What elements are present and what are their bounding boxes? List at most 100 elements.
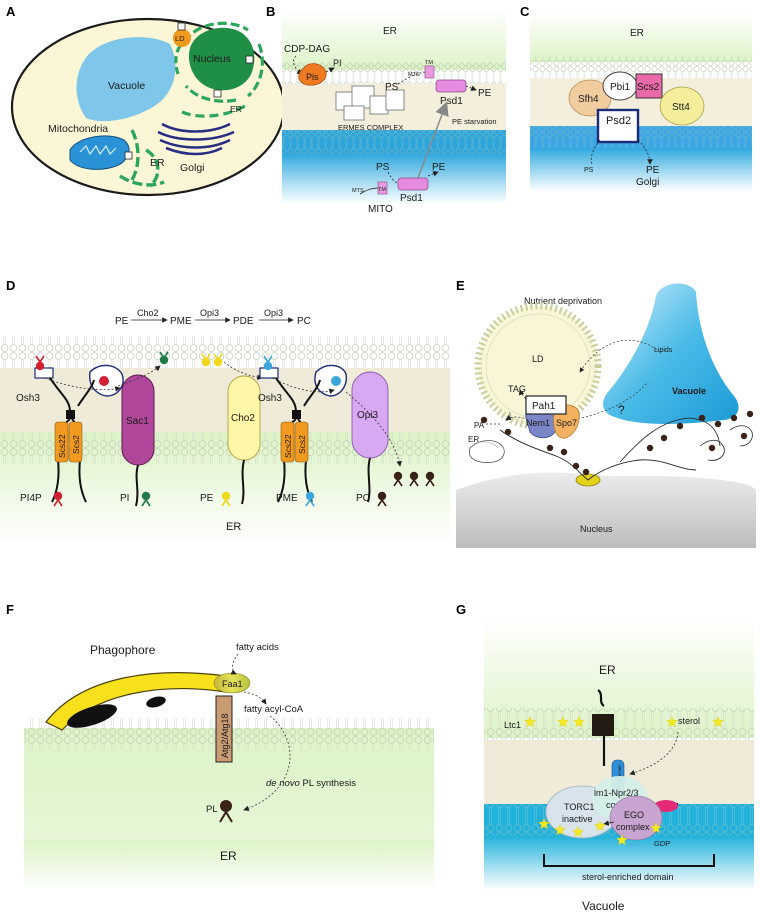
psd1-er — [435, 79, 467, 93]
nucleus-label: Nucleus — [193, 53, 231, 65]
cdpdag-label: CDP-DAG — [284, 44, 330, 55]
pe-label-b: PE — [478, 88, 492, 99]
pe-label-c: PE — [646, 165, 660, 176]
lipid-legend: PI4P PI PE PME PC — [20, 491, 387, 507]
de-novo-italic: de novo — [266, 778, 300, 789]
spo7-label: Spo7 — [556, 418, 577, 428]
pah1-label: Pah1 — [532, 401, 556, 412]
pathway-cho2: Cho2 — [137, 308, 159, 318]
psd1-mito — [397, 177, 429, 191]
psd2-protein — [596, 108, 640, 144]
nucleus-e — [456, 472, 756, 548]
sterol-domain-label: sterol-enriched domain — [582, 872, 674, 882]
mts-label-b2: MTS — [352, 188, 364, 194]
scs2-label-c: Scs2 — [637, 82, 660, 93]
legend-pi: PI — [120, 491, 151, 507]
ego-label: EGO — [624, 810, 644, 820]
panel-g-label: G — [456, 602, 466, 617]
de-novo-pl-label: de novo PL synthesis — [266, 778, 356, 789]
panel-c: C ER Sfh4 Pbi1 Scs2 Stt4 Psd2 PS PE Golg… — [520, 4, 752, 192]
atg-label: Atg2/Atg18 — [220, 713, 230, 758]
scs2-right — [294, 421, 309, 463]
pathway-opi3-b: Opi3 — [264, 308, 283, 318]
er-label-c: ER — [630, 28, 644, 39]
nucleus-organelle — [188, 27, 255, 91]
ps-label-c: PS — [584, 167, 594, 174]
nucleus-label-e: Nucleus — [580, 524, 613, 534]
atg2-atg18-complex — [215, 695, 233, 763]
legend-pi4p: PI4P — [20, 491, 63, 507]
er-tubule-e — [468, 440, 505, 463]
panel-d-label: D — [6, 278, 15, 293]
tm-domain-b2 — [377, 181, 388, 195]
pis-enzyme — [298, 63, 327, 86]
nem1-label: Nem1 — [526, 418, 550, 428]
golgi-organelle — [157, 122, 235, 156]
pe-label-b2: PE — [432, 162, 446, 173]
psd1-label-b2: Psd1 — [400, 193, 423, 204]
callout-box-c — [245, 55, 254, 64]
nutrient-deprivation-title: Nutrient deprivation — [524, 296, 602, 306]
er-label-b: ER — [383, 26, 397, 37]
panel-a: A Vacuole Nucleus LD ER Golgi M — [6, 4, 286, 197]
legend-pe-text: PE — [200, 493, 214, 504]
pah1-protein — [525, 395, 567, 415]
scs22-right — [280, 421, 295, 463]
cargo-small — [146, 696, 166, 708]
lipid-droplet-e — [474, 302, 602, 430]
er-network-lower — [119, 129, 165, 188]
stt4-label: Stt4 — [672, 102, 690, 113]
cho2-label: Cho2 — [231, 413, 255, 424]
lm1-label: lm1-Npr2/3 — [594, 788, 639, 798]
legend-pc: PC — [356, 491, 387, 507]
sterol-label: sterol — [678, 716, 700, 726]
pc-lipids-er — [393, 471, 435, 487]
mitochondria-label: Mitochondria — [48, 123, 108, 135]
scs2-left — [68, 421, 83, 463]
panel-f-label: F — [6, 602, 14, 617]
ermes-complex — [335, 85, 405, 121]
scs22-label-left: Scs22 — [57, 434, 67, 458]
legend-pme: PME — [276, 491, 315, 507]
tm-label-b: TM — [425, 60, 433, 66]
pathway-pde: PDE — [233, 316, 254, 327]
pbi1-label: Pbi1 — [610, 82, 630, 93]
pathway-pe: PE — [115, 316, 129, 327]
pis-label: Pis — [306, 72, 319, 82]
vacuole-label-g: Vacuole — [582, 899, 625, 913]
legend-pi-text: PI — [120, 493, 129, 504]
panel-e-label: E — [456, 278, 465, 293]
tm-label-b2: TM — [378, 187, 386, 193]
panel-d: D PE Cho2 PME Opi3 PDE Opi3 PC PM — [0, 278, 450, 544]
pl-label: PL — [206, 804, 218, 815]
vacuole-e — [603, 283, 739, 424]
lipids-label: Lipids — [654, 347, 673, 354]
scs2-label-left: Scs2 — [71, 435, 81, 454]
panel-f: F Phagophore Atg2/Atg18 Faa1 fatty acids… — [6, 602, 434, 890]
legend-pc-text: PC — [356, 493, 370, 504]
panel-b: B ER CDP-DAG Pis PI ERMES COMPLEX PS MTS… — [266, 4, 506, 215]
phagophore-label: Phagophore — [90, 643, 156, 657]
legend-pi4p-text: PI4P — [20, 493, 42, 504]
scs22-left — [54, 421, 69, 463]
unknown-question-mark: ? — [618, 403, 625, 417]
fatty-acids-label: fatty acids — [236, 642, 279, 653]
pl-lipid-f — [219, 800, 233, 823]
panel-c-label: C — [520, 4, 530, 19]
panel-g: G ER Ltc1 sterol GRAM domain TORC1 inact… — [456, 602, 754, 913]
ld-label-e: LD — [532, 354, 544, 364]
faa1-label: Faa1 — [222, 679, 243, 689]
er-label-g: ER — [599, 663, 616, 677]
scs2-protein — [635, 73, 663, 99]
opi3-label: Opi3 — [357, 410, 379, 421]
golgi-label: Golgi — [180, 162, 205, 174]
scs22-label-right: Scs22 — [283, 434, 293, 458]
psd1-label-b: Psd1 — [440, 96, 463, 107]
lipid-droplet — [173, 29, 191, 47]
vacuole-label-e: Vacuole — [672, 386, 706, 396]
stt4-protein — [659, 86, 705, 126]
pathway-pme: PME — [170, 316, 192, 327]
psd2-label: Psd2 — [606, 115, 631, 127]
er-membrane-g — [484, 708, 754, 740]
er-label-a2: ER — [150, 157, 165, 169]
